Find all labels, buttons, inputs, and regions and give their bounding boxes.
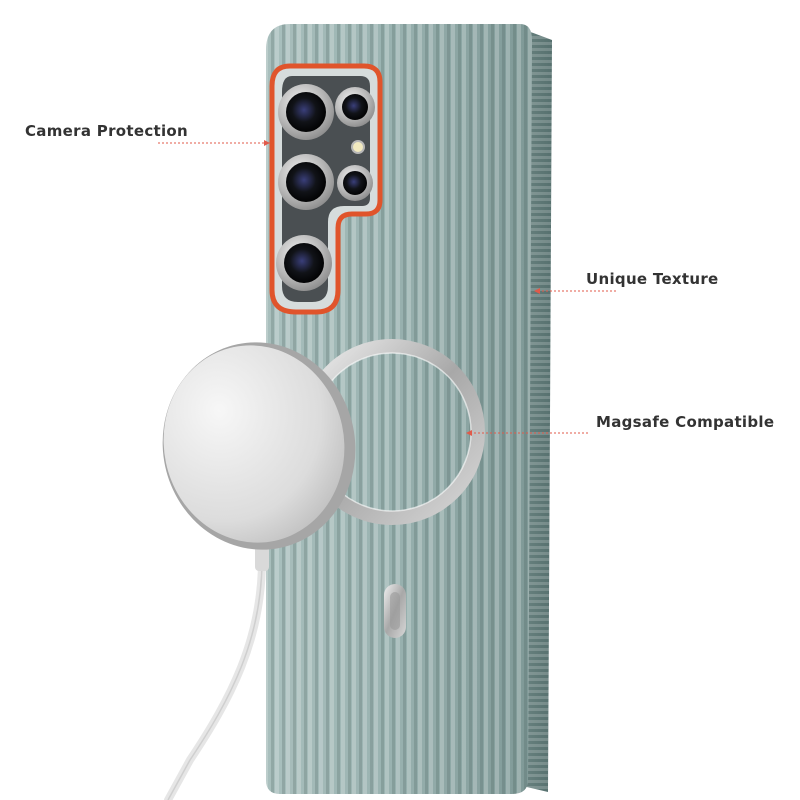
magsafe-charger: [162, 342, 356, 550]
camera-lens: [337, 165, 373, 201]
camera-protection-label: Camera Protection: [25, 122, 189, 140]
charger-cable: [164, 556, 266, 800]
magsafe-compatible-label: Magsafe Compatible: [596, 413, 775, 431]
camera-lens: [335, 87, 375, 127]
camera-lens: [276, 235, 332, 291]
magsafe-alignment-bar: [384, 584, 406, 638]
camera-module: [269, 63, 383, 315]
unique-texture-label: Unique Texture: [586, 270, 719, 288]
cable-connector: [255, 545, 269, 571]
flash-icon: [351, 140, 365, 154]
camera-lens: [278, 84, 334, 140]
camera-lens: [278, 154, 334, 210]
